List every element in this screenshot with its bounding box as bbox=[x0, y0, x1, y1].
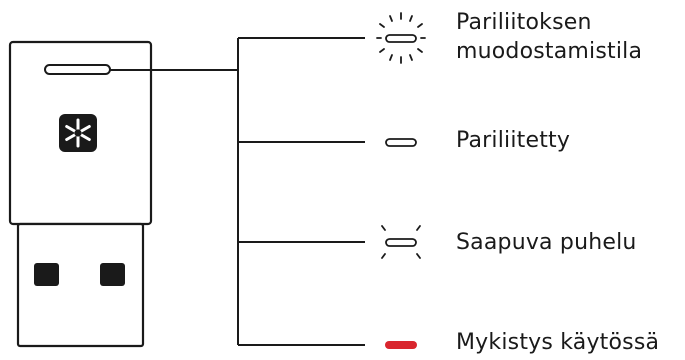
usb-connector bbox=[16, 222, 145, 348]
state-label-incoming: Saapuva puhelu bbox=[456, 230, 637, 255]
blinking-led-icon bbox=[376, 12, 426, 64]
state-label-pairing: Pariliitoksen muodostamistila bbox=[456, 8, 642, 66]
state-label-pairing-line1: Pariliitoksen bbox=[456, 10, 592, 35]
solid-led-icon bbox=[385, 138, 417, 147]
connector-contact-left bbox=[34, 263, 59, 286]
callout-lines bbox=[110, 37, 365, 346]
connector-contact-right bbox=[100, 263, 125, 286]
pulsing-led-icon bbox=[381, 225, 421, 259]
usb-adapter-icon bbox=[8, 40, 153, 348]
state-label-muted: Mykistys käytössä bbox=[456, 330, 660, 355]
state-label-pairing-line2: muodostamistila bbox=[456, 39, 643, 64]
state-label-paired: Pariliitetty bbox=[456, 128, 571, 153]
logitech-logo-icon bbox=[59, 114, 97, 152]
adapter-led bbox=[44, 64, 111, 75]
mute-led-icon bbox=[385, 341, 417, 349]
